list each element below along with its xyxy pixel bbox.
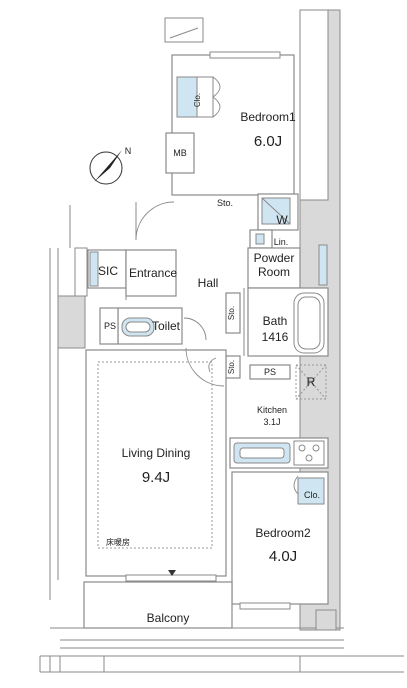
bedroom1-name: Bedroom1 [240,110,296,124]
linen-label: Lin. [274,237,289,247]
bedroom2-window [239,602,291,610]
entrance-area [125,249,177,297]
living-dining-area [85,349,227,577]
closet2 [297,477,325,505]
storage3-label: Sto. [227,360,236,374]
mb-box [165,132,195,174]
living-window [125,574,217,582]
kitchen-size: 3.1J [263,417,280,427]
balcony-railing [39,655,404,673]
north-label: N [125,146,132,156]
storage2-label: Sto. [227,306,236,320]
ps-toilet-box [99,307,119,345]
ps-toilet-label: PS [104,321,116,331]
entrance-label: Entrance [129,266,177,280]
hall-label: Hall [198,276,219,290]
storage1-label: Sto. [217,198,233,208]
washer-label: W [276,213,288,227]
bath-name: Bath [263,314,288,328]
north-arrow-icon [89,150,123,185]
right-wall-upper [299,9,329,201]
living-dining-size: 9.4J [142,469,170,486]
top-shaft [164,17,204,43]
entrance-door-swing [135,201,175,241]
sic-label: SIC [98,264,118,278]
powder-sink [318,244,328,286]
closet1-label: Clo. [193,93,202,107]
stove [293,440,325,466]
floor-heating-zone [97,361,213,549]
fridge-label: R [307,375,316,389]
balcony-area [83,581,233,629]
left-pillar [57,295,86,349]
powder-room-line2: Room [258,265,290,279]
bedroom1-window [209,51,281,59]
kitchen-name: Kitchen [257,405,287,415]
ps-kitchen-box [249,364,291,380]
living-dining-name: Living Dining [122,446,191,460]
powder-room-area [247,247,301,289]
mb-label: MB [173,148,187,158]
floor-heating-label: 床暖房 [106,537,130,547]
balcony-label: Balcony [147,611,190,625]
toilet-label: Toilet [152,319,181,333]
powder-room-line1: Powder [254,251,295,265]
bedroom1-area [171,54,295,196]
bedroom1-size: 6.0J [254,133,282,150]
ps-kitchen-label: PS [264,367,276,377]
closet2-label: Clo. [304,490,320,500]
storage2 [225,292,241,334]
bath-size: 1416 [262,330,289,344]
bedroom2-size: 4.0J [269,548,297,565]
bedroom2-name: Bedroom2 [255,526,311,540]
